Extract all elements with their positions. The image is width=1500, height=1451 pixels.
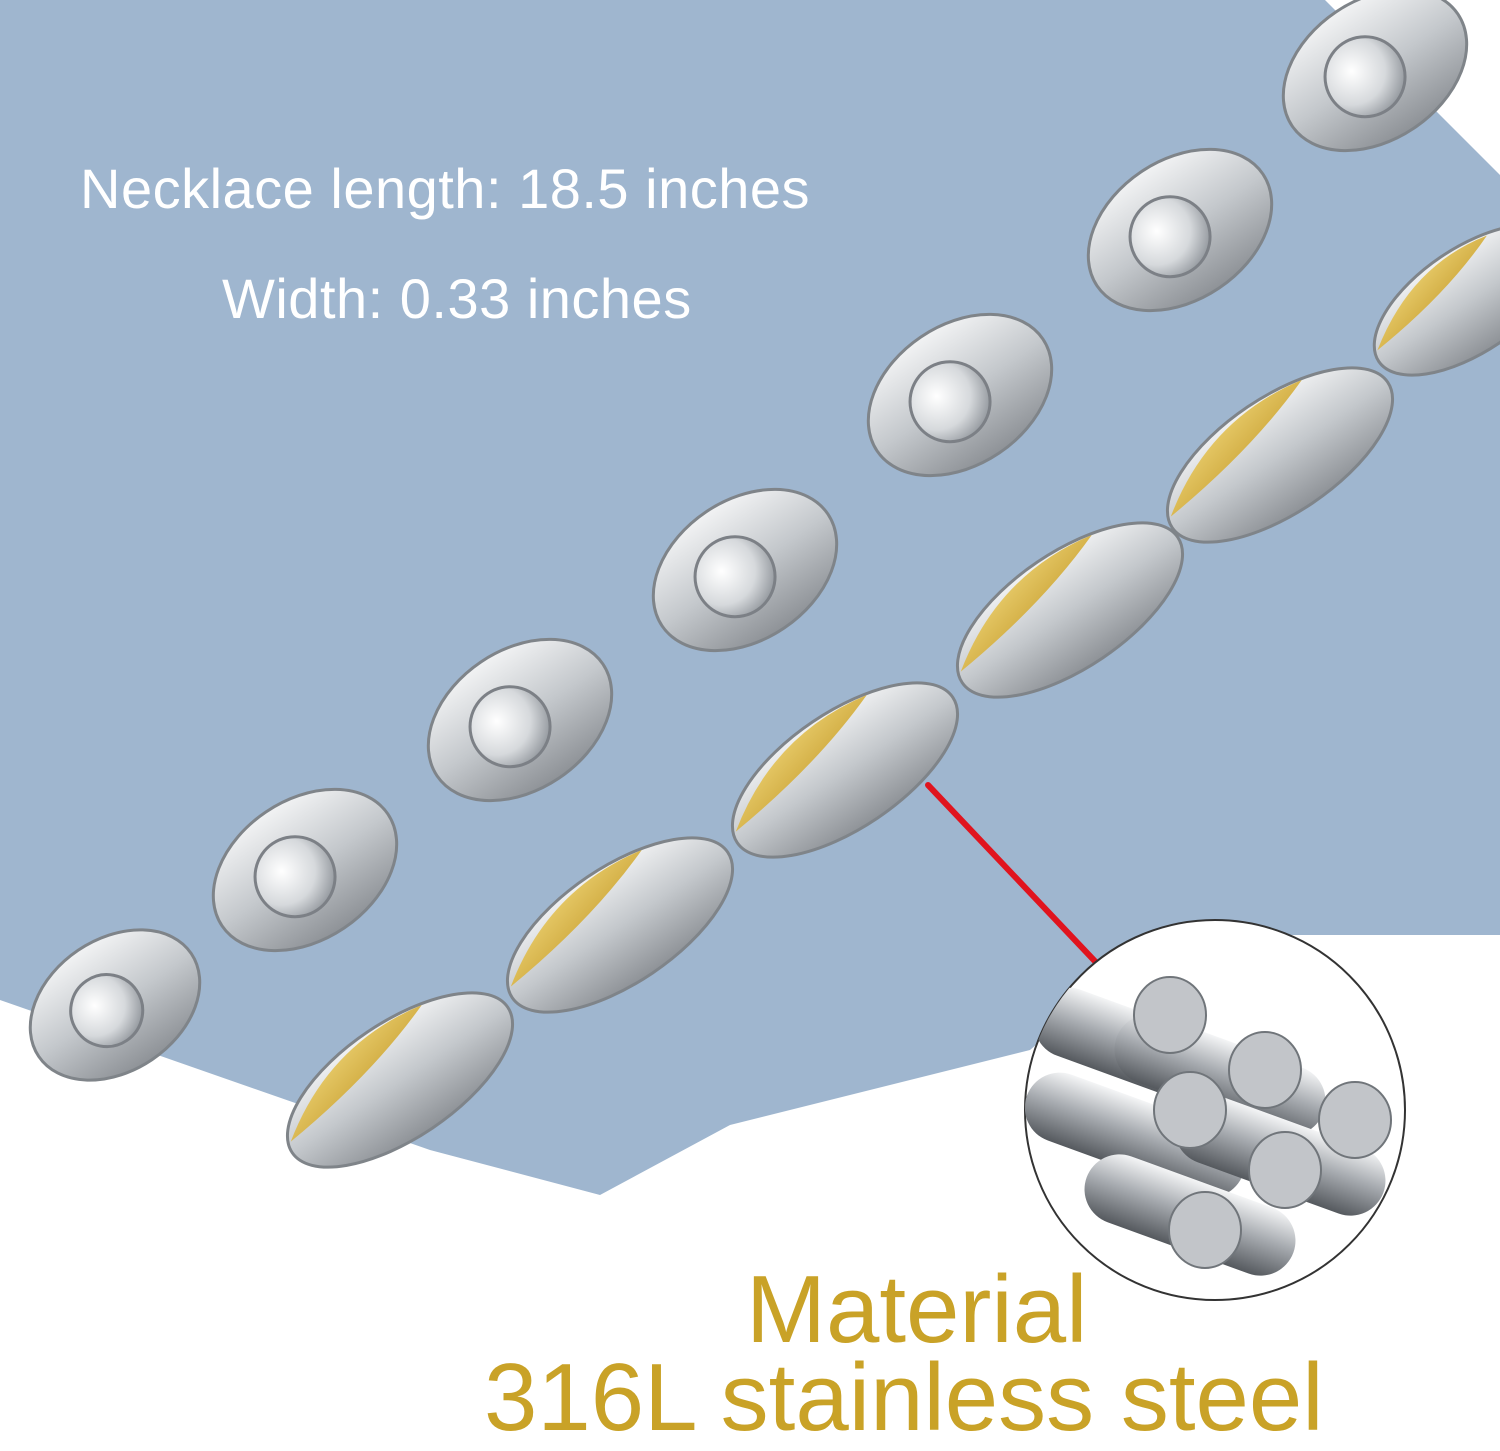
necklace-length-label: Necklace length: 18.5 inches bbox=[80, 157, 810, 220]
necklace-width-label: Width: 0.33 inches bbox=[222, 267, 692, 330]
material-heading: Material bbox=[746, 1256, 1088, 1363]
material-name: 316L stainless steel bbox=[484, 1344, 1324, 1451]
magnetic-chain bbox=[28, 0, 1469, 1082]
two-tone-chain bbox=[285, 223, 1500, 1169]
steel-rods-icon bbox=[1024, 919, 1406, 1301]
